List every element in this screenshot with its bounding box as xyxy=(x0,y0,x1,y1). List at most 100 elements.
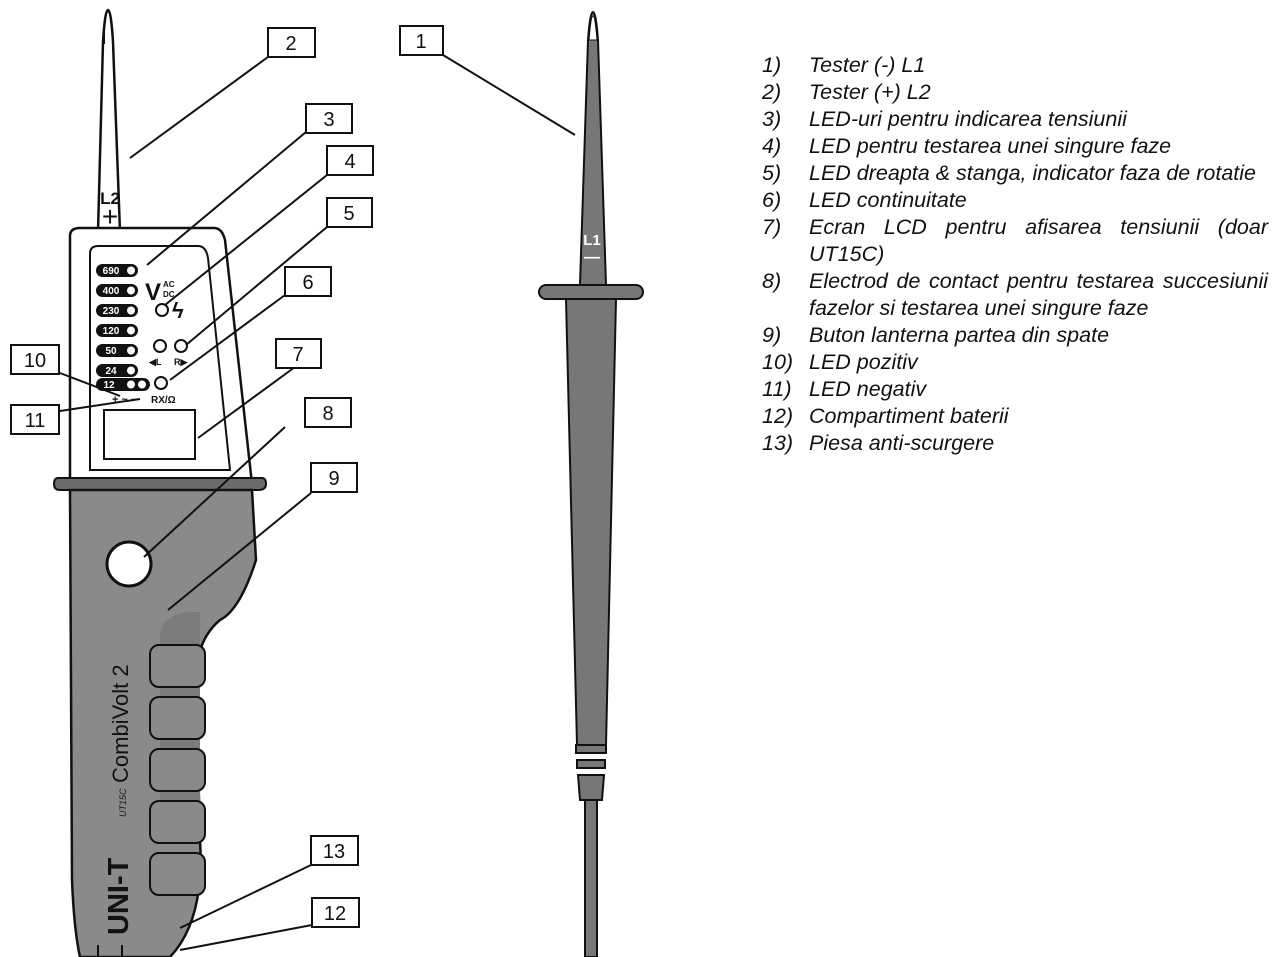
led-pill xyxy=(96,378,150,391)
led-dot xyxy=(127,286,135,295)
probe-shaft-l1 xyxy=(564,298,618,746)
svg-text:5: 5 xyxy=(343,203,354,225)
dc-label: DC xyxy=(163,290,175,299)
callout-4: 4 xyxy=(326,145,374,176)
svg-text:6: 6 xyxy=(302,272,313,294)
legend-list: 1)Tester (-) L1 2)Tester (+) L2 3)LED-ur… xyxy=(762,52,1268,457)
led-dot xyxy=(127,366,135,375)
probe-notch xyxy=(575,744,607,754)
led-dot xyxy=(127,306,135,315)
legend-item: 7) Ecran LCD pentru afisarea tensiunii (d… xyxy=(762,214,1268,268)
legend-text: LED negativ xyxy=(809,377,927,401)
led-dot xyxy=(127,326,135,335)
probe-l1-sign: — xyxy=(584,249,600,266)
led-value: 400 xyxy=(103,286,120,297)
legend-number: 6) xyxy=(762,188,782,212)
led-pill xyxy=(96,304,138,317)
legend-number: 13) xyxy=(762,431,794,455)
led-dot xyxy=(127,266,135,275)
legend-number: 9) xyxy=(762,323,782,347)
legend-number: 10) xyxy=(762,350,794,374)
led-dot-positive xyxy=(127,380,135,389)
probe-l2-sign: + xyxy=(102,201,118,232)
callout-9: 9 xyxy=(310,462,358,493)
legend-text: Tester (+) L2 xyxy=(809,80,931,104)
legend-number: 8) xyxy=(762,269,782,293)
lcd-display xyxy=(103,409,196,460)
callout-10: 10 xyxy=(10,344,60,375)
led-value: 50 xyxy=(105,346,117,357)
legend-item: 2) Tester (+) L2 xyxy=(762,79,1268,106)
svg-text:1: 1 xyxy=(415,31,426,53)
legend-number: 3) xyxy=(762,107,782,131)
legend-item: 11) LED negativ xyxy=(762,376,1268,403)
probe-l2-label: L2 xyxy=(100,189,120,208)
led-dot-negative xyxy=(138,380,146,389)
model-label: UT15C xyxy=(118,788,128,817)
grip-ridge xyxy=(149,852,206,896)
callout-5: 5 xyxy=(326,197,373,228)
callout-12: 12 xyxy=(311,897,360,928)
probe-tip-l2 xyxy=(96,8,122,234)
grip-ridge xyxy=(149,644,206,688)
led-value: 690 xyxy=(103,266,120,277)
continuity-led xyxy=(154,376,168,390)
svg-text:9: 9 xyxy=(328,468,339,490)
product-name: CombiVolt 2 xyxy=(108,664,133,783)
legend-text: Electrod de contact pentru testarea succ… xyxy=(809,269,1268,320)
voltage-led-scale: 690 400 230 120 50 24 12 xyxy=(96,264,150,391)
callout-8: 8 xyxy=(304,397,352,428)
led-pill xyxy=(96,264,138,277)
probe-notch xyxy=(576,759,606,769)
probe-shaft-lower xyxy=(576,774,606,801)
lightning-icon: ϟ xyxy=(172,298,184,323)
legend-item: 6)LED continuitate xyxy=(762,187,1268,214)
probe-tip-l1 xyxy=(578,10,608,286)
brand-logo: UNI-T xyxy=(103,857,135,935)
legend-text: Ecran LCD pentru afisarea tensiunii (doa… xyxy=(809,215,1268,266)
legend-number: 2) xyxy=(762,80,782,104)
right-label: R▶ xyxy=(174,357,188,367)
svg-text:2: 2 xyxy=(285,33,296,55)
led-dot xyxy=(127,346,135,355)
legend-text: LED pozitiv xyxy=(809,350,918,374)
callout-3: 3 xyxy=(305,103,353,134)
callout-11: 11 xyxy=(10,404,60,435)
legend-number: 12) xyxy=(762,404,794,428)
right-rotation-led xyxy=(174,339,188,353)
continuity-label: RX/Ω xyxy=(151,395,176,406)
brand-block: UNI-T UT15C CombiVolt 2 xyxy=(103,664,135,935)
hand-guard xyxy=(52,477,268,491)
legend-item: 4) LED pentru testarea unei singure faze xyxy=(762,133,1268,160)
callout-7: 7 xyxy=(275,338,322,369)
led-pill xyxy=(96,364,138,377)
left-label: ◀L xyxy=(148,357,162,367)
svg-text:12: 12 xyxy=(324,903,346,925)
probe-l1-label: L1 xyxy=(583,232,601,249)
legend-text: LED dreapta & stanga, indicator faza de … xyxy=(809,161,1256,185)
legend-text: LED pentru testarea unei singure faze xyxy=(809,134,1172,158)
probe-tip-l1-highlight xyxy=(588,15,598,41)
contact-electrode xyxy=(105,540,153,588)
led-value: 230 xyxy=(103,306,120,317)
ac-label: AC xyxy=(163,280,175,289)
legend-item: 9)Buton lanterna partea din spate xyxy=(762,322,1268,349)
legend-text: LED-uri pentru indicarea tensiunii xyxy=(809,107,1127,131)
led-pill xyxy=(96,344,138,357)
callout-6: 6 xyxy=(284,266,332,297)
legend-item: 12)Compartiment baterii xyxy=(762,403,1268,430)
leader-lines xyxy=(59,54,576,951)
svg-text:3: 3 xyxy=(323,109,334,131)
legend-item: 10) LED pozitiv xyxy=(762,349,1268,376)
legend-number: 11) xyxy=(762,377,792,401)
left-rotation-led xyxy=(153,339,167,353)
svg-text:4: 4 xyxy=(344,151,355,173)
led-value: 24 xyxy=(105,366,117,377)
grip-ridge xyxy=(149,800,206,844)
probe-cable xyxy=(584,799,598,957)
legend-number: 7) xyxy=(762,215,782,239)
grip-ridge xyxy=(149,696,206,740)
legend-number: 4) xyxy=(762,134,782,158)
callout-13: 13 xyxy=(310,835,359,866)
